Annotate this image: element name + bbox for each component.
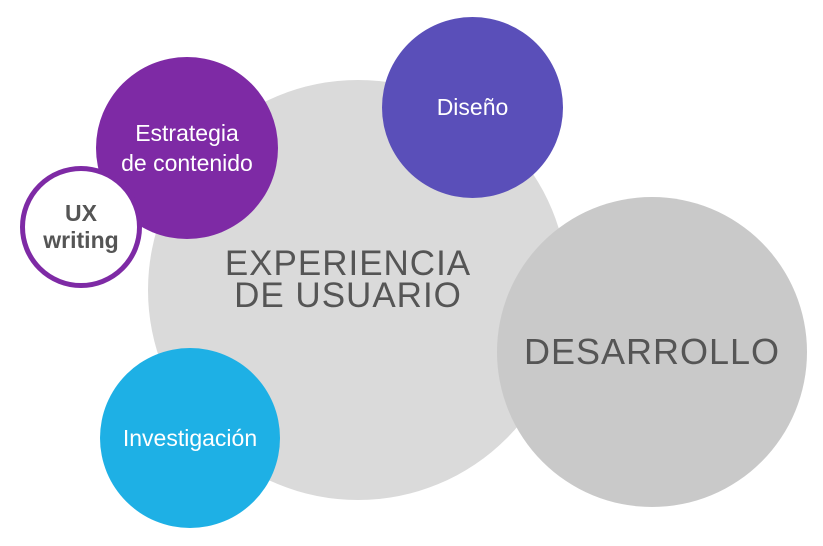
main-label-line2: DE USUARIO (234, 276, 462, 315)
investigacion-circle: Investigación (100, 348, 280, 528)
desarrollo-circle: DESARROLLO (497, 197, 807, 507)
desarrollo-label: DESARROLLO (523, 331, 781, 372)
main-label: EXPERIENCIA DE USUARIO (225, 244, 471, 317)
estrategia-line1: Estrategia (135, 120, 239, 146)
investigacion-label: Investigación (122, 424, 258, 451)
main-label-line1: EXPERIENCIA (224, 244, 472, 283)
estrategia-line2: de contenido (121, 150, 253, 176)
diseno-circle: Diseño (382, 17, 563, 198)
diseno-label: Diseño (436, 94, 509, 120)
ux-writing-line2: writing (43, 227, 119, 253)
estrategia-label: Estrategia de contenido (121, 118, 253, 178)
ux-writing-circle: UX writing (20, 166, 142, 288)
ux-writing-line1: UX (65, 200, 97, 226)
ux-writing-label: UX writing (43, 200, 118, 254)
